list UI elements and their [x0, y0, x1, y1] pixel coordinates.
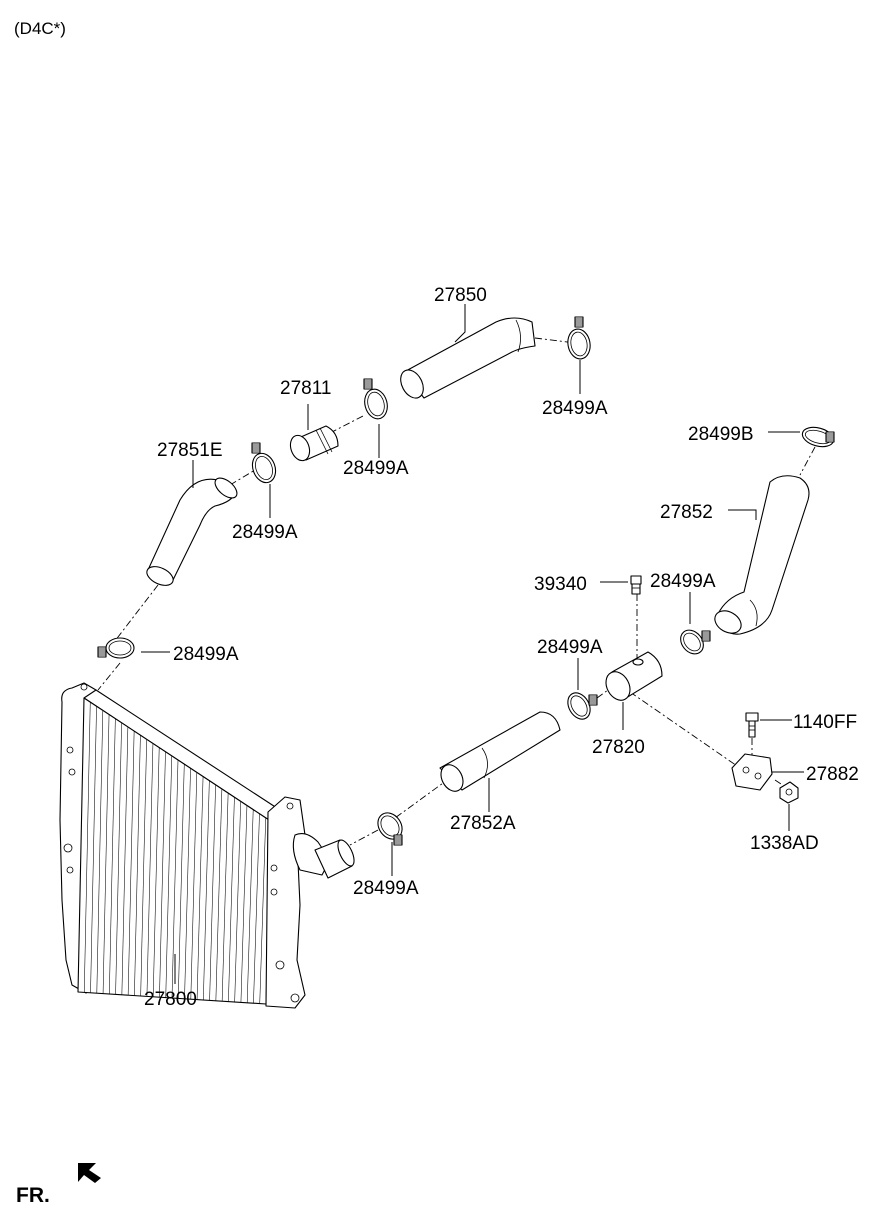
callout-28499b: 28499B [688, 424, 754, 445]
callout-28499a-2: 28499A [343, 458, 409, 479]
callout-27882: 27882 [806, 764, 859, 785]
leader-lines [141, 304, 804, 984]
hose-clamp-28499a-6[interactable] [97, 637, 135, 659]
hose-clamp-28499b[interactable] [800, 424, 836, 450]
callout-1140ff: 1140FF [793, 712, 857, 733]
callout-39340: 39340 [534, 574, 587, 595]
callout-27852a: 27852A [450, 813, 516, 834]
hose-27851e[interactable] [144, 474, 241, 589]
callout-27852: 27852 [660, 502, 713, 523]
callout-1338ad: 1338AD [750, 833, 819, 854]
hose-clamp-28499a-3[interactable] [249, 442, 280, 486]
callout-28499a-4: 28499A [650, 571, 716, 592]
bracket-27882[interactable] [731, 753, 773, 791]
hose-clamp-28499a-1[interactable] [566, 316, 593, 361]
callout-27811: 27811 [280, 378, 331, 399]
assembly-lines [97, 337, 816, 846]
pipe-27811[interactable] [287, 425, 339, 463]
hose-clamp-28499a-4[interactable] [676, 626, 711, 659]
sensor-39340[interactable] [630, 575, 642, 595]
bolt-1140ff[interactable] [745, 712, 759, 738]
callout-labels: 27850 28499A 27811 28499A 27851E 28499A … [144, 285, 859, 1010]
callout-27800: 27800 [144, 989, 197, 1010]
hose-clamp-28499a-2[interactable] [361, 378, 390, 421]
hose-clamp-28499a-7[interactable] [373, 808, 407, 846]
callout-28499a-3: 28499A [232, 522, 298, 543]
callout-27850: 27850 [434, 285, 487, 306]
hose-27852[interactable] [711, 475, 810, 638]
callout-28499a-1: 28499A [542, 398, 608, 419]
callout-27820: 27820 [592, 737, 645, 758]
hose-27850[interactable] [396, 317, 536, 402]
front-direction-label: FR. [16, 1184, 50, 1207]
callout-28499a-5: 28499A [537, 637, 603, 658]
callout-27851e: 27851E [157, 440, 223, 461]
nut-1338ad[interactable] [779, 781, 799, 804]
hose-clamp-28499a-5[interactable] [563, 689, 598, 723]
callout-28499a-6: 28499A [173, 644, 239, 665]
engine-code-label: (D4C*) [14, 19, 66, 38]
pipe-27820[interactable] [601, 651, 663, 704]
front-arrow-icon [78, 1163, 101, 1183]
hose-27852a[interactable] [437, 711, 561, 795]
callout-28499a-7: 28499A [353, 878, 419, 899]
intercooler-27800[interactable] [59, 682, 357, 1009]
